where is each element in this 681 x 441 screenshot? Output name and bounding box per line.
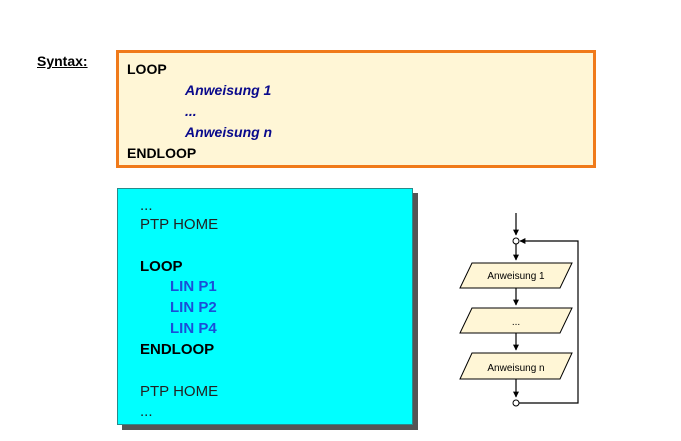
syntax-endloop-keyword: ENDLOOP: [127, 145, 197, 161]
syntax-ellipsis: ...: [185, 103, 197, 119]
example-ptp-home-1: PTP HOME: [140, 216, 219, 233]
loop-back-arrow: [519, 238, 579, 404]
loop-junction-bottom: [512, 399, 520, 407]
example-ellipsis-bottom: ...: [140, 403, 153, 420]
loop-flowchart: Anweisung 1 ... Anweisung n: [459, 213, 579, 407]
flow-step-n-label: Anweisung n: [487, 363, 544, 374]
example-endloop: ENDLOOP: [140, 341, 215, 358]
example-code-box: ... PTP HOME LOOP LIN P1 LIN P2 LIN P4 E…: [117, 188, 413, 425]
flow-step-1-label: Anweisung 1: [487, 271, 545, 282]
example-ptp-home-2: PTP HOME: [140, 383, 219, 400]
syntax-instruction-n: Anweisung n: [185, 124, 273, 140]
loop-junction-top: [512, 237, 520, 245]
syntax-instruction-1: Anweisung 1: [185, 82, 272, 98]
syntax-loop-keyword: LOOP: [127, 61, 167, 77]
flow-step-1-box: [459, 262, 573, 289]
flow-step-2-label: ...: [512, 317, 520, 328]
flow-step-2-box: [459, 307, 573, 334]
example-lin-p1: LIN P1: [170, 278, 217, 295]
syntax-label: Syntax:: [37, 53, 88, 69]
example-lin-p4: LIN P4: [170, 320, 217, 337]
example-lin-p2: LIN P2: [170, 299, 217, 316]
syntax-box: LOOP Anweisung 1 ... Anweisung n ENDLOOP: [116, 50, 596, 168]
example-ellipsis-top: ...: [140, 197, 153, 214]
example-loop: LOOP: [140, 258, 183, 275]
flow-step-n-box: [459, 352, 573, 380]
